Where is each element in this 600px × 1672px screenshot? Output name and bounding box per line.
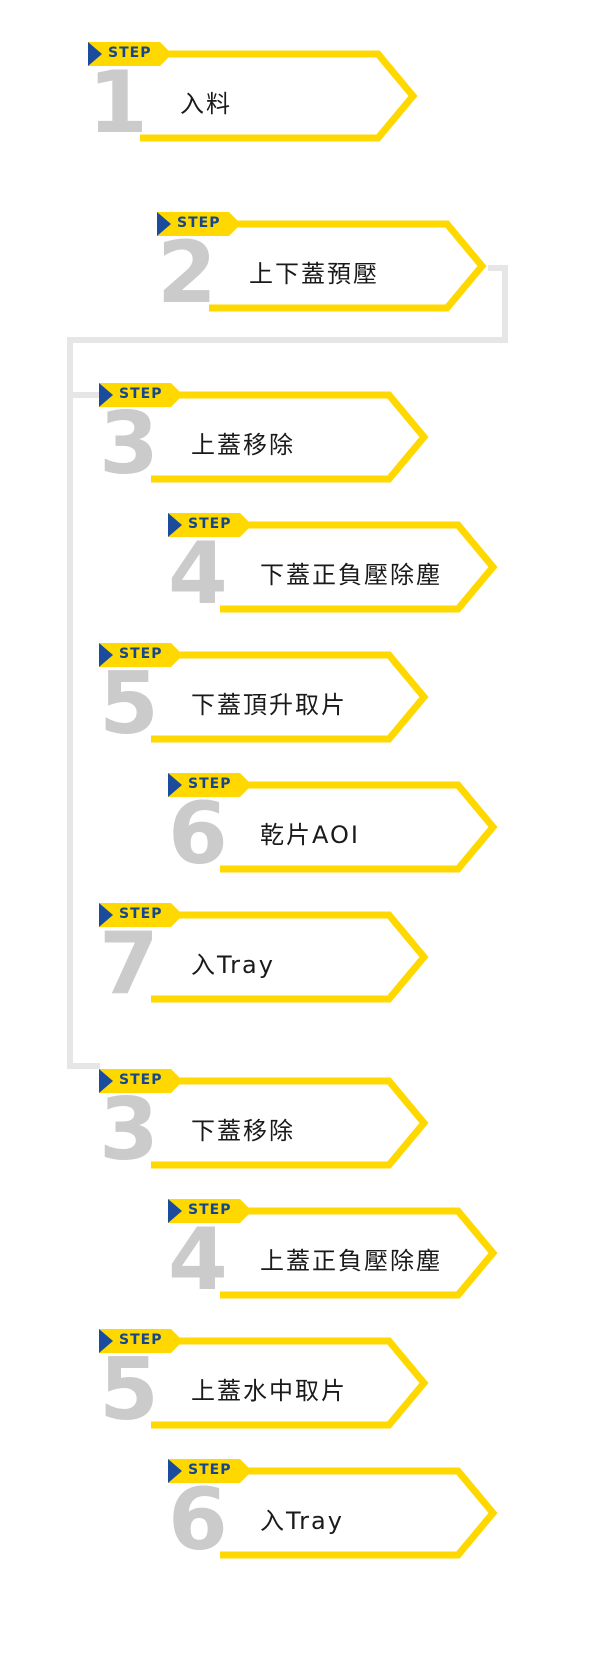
step-flag-icon (99, 1329, 113, 1353)
step-outline-arrow (99, 903, 429, 1003)
step-outline-arrow (99, 383, 429, 483)
step-flag-icon (99, 903, 113, 927)
step-badge-tab (99, 1069, 183, 1093)
step-badge-label: STEP (119, 1072, 163, 1088)
step-outline-arrow (99, 643, 429, 743)
step-flag-icon (168, 1459, 182, 1483)
step-outline-arrow (99, 1329, 429, 1429)
step-flag-icon (168, 1199, 182, 1223)
step-label: 上下蓋預壓 (249, 260, 379, 288)
step-flag-icon (99, 643, 113, 667)
step-badge-label: STEP (188, 516, 232, 532)
step-badge-label: STEP (119, 646, 163, 662)
step-flag-icon (99, 1069, 113, 1093)
step-outline-arrow (168, 513, 498, 613)
step-label: 入Tray (260, 1507, 344, 1535)
step-number: 4 (168, 524, 228, 624)
step-badge-label: STEP (119, 386, 163, 402)
step-flag-icon (168, 773, 182, 797)
step-outline-arrow (168, 773, 498, 873)
step-number: 5 (99, 1340, 159, 1440)
step-flag-icon (157, 212, 171, 236)
step-label: 下蓋正負壓除塵 (260, 561, 442, 589)
step-badge-tab (99, 1329, 183, 1353)
step-number: 7 (99, 914, 159, 1014)
step-badge-tab (168, 513, 252, 537)
step-flag-icon (88, 42, 102, 66)
step-badge-label: STEP (188, 1202, 232, 1218)
step-number: 6 (168, 784, 228, 884)
step-outline-arrow (168, 1199, 498, 1299)
step-outline-arrow (157, 212, 487, 312)
step-number: 3 (99, 1080, 159, 1180)
step-badge-tab (99, 383, 183, 407)
step-flag-icon (99, 383, 113, 407)
step-label: 上蓋水中取片 (191, 1377, 347, 1405)
step-label: 入料 (180, 90, 232, 118)
step-badge-label: STEP (188, 776, 232, 792)
step-badge-label: STEP (177, 215, 221, 231)
step-label: 下蓋頂升取片 (191, 691, 347, 719)
step-number: 1 (88, 53, 148, 153)
step-badge-tab (168, 773, 252, 797)
step-badge-tab (88, 42, 172, 66)
step-outline-arrow (88, 42, 418, 142)
step-badge-label: STEP (108, 45, 152, 61)
step-badge-tab (168, 1199, 252, 1223)
step-badge-label: STEP (188, 1462, 232, 1478)
step-label: 入Tray (191, 951, 275, 979)
step-badge-tab (99, 903, 183, 927)
step-label: 上蓋移除 (191, 431, 295, 459)
step-label: 下蓋移除 (191, 1117, 295, 1145)
step-outline-arrow (168, 1459, 498, 1559)
step-badge-label: STEP (119, 1332, 163, 1348)
step-label: 乾片AOI (260, 821, 360, 849)
step-badge-label: STEP (119, 906, 163, 922)
step-badge-tab (99, 643, 183, 667)
step-badge-tab (168, 1459, 252, 1483)
step-label: 上蓋正負壓除塵 (260, 1247, 442, 1275)
step-badge-tab (157, 212, 241, 236)
step-flag-icon (168, 513, 182, 537)
step-number: 3 (99, 394, 159, 494)
step-outline-arrow (99, 1069, 429, 1169)
step-number: 2 (157, 223, 217, 323)
step-number: 4 (168, 1210, 228, 1310)
step-number: 5 (99, 654, 159, 754)
step-number: 6 (168, 1470, 228, 1570)
